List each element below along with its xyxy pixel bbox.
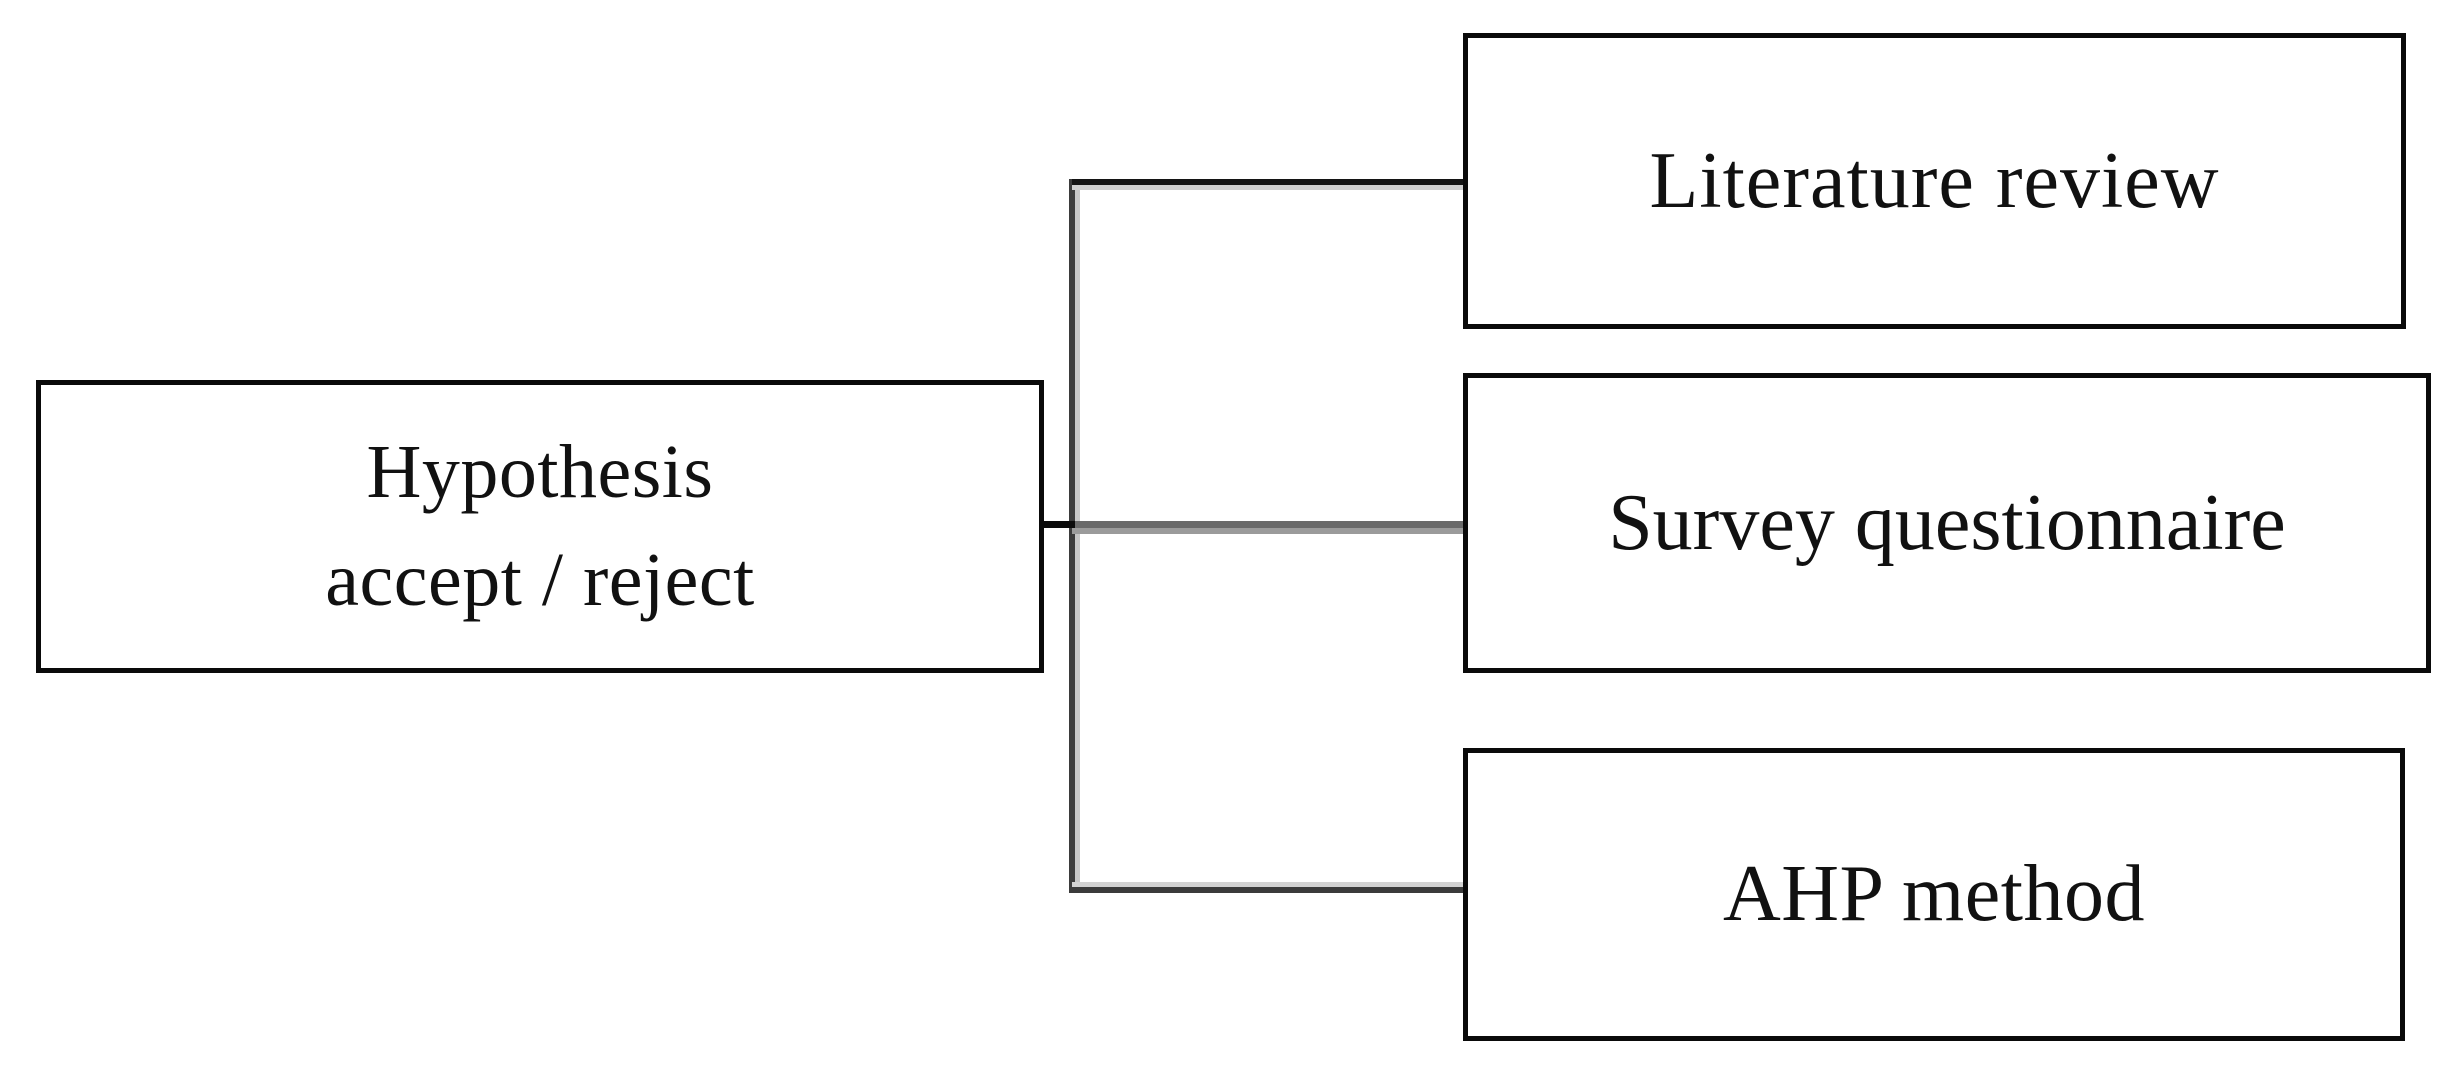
node-ahp-method[interactable]: AHP method <box>1463 748 2405 1041</box>
node-literature-review[interactable]: Literature review <box>1463 33 2406 329</box>
connector-trunk-to-survey-questionnaire <box>1072 521 1465 528</box>
node-survey-questionnaire-label: Survey questionnaire <box>1608 478 2286 567</box>
node-survey-questionnaire[interactable]: Survey questionnaire <box>1463 373 2431 673</box>
node-literature-review-label: Literature review <box>1649 136 2220 225</box>
node-hypothesis[interactable]: Hypothesis accept / reject <box>36 380 1044 673</box>
connector-trunk-to-literature-review <box>1072 179 1465 185</box>
connector-trunk-to-ahp-method <box>1072 887 1465 893</box>
node-hypothesis-label: Hypothesis accept / reject <box>325 429 755 622</box>
connector-trunk-vertical <box>1069 179 1075 893</box>
connector-hypothesis-to-trunk <box>1039 521 1075 528</box>
node-ahp-method-label: AHP method <box>1722 850 2146 939</box>
